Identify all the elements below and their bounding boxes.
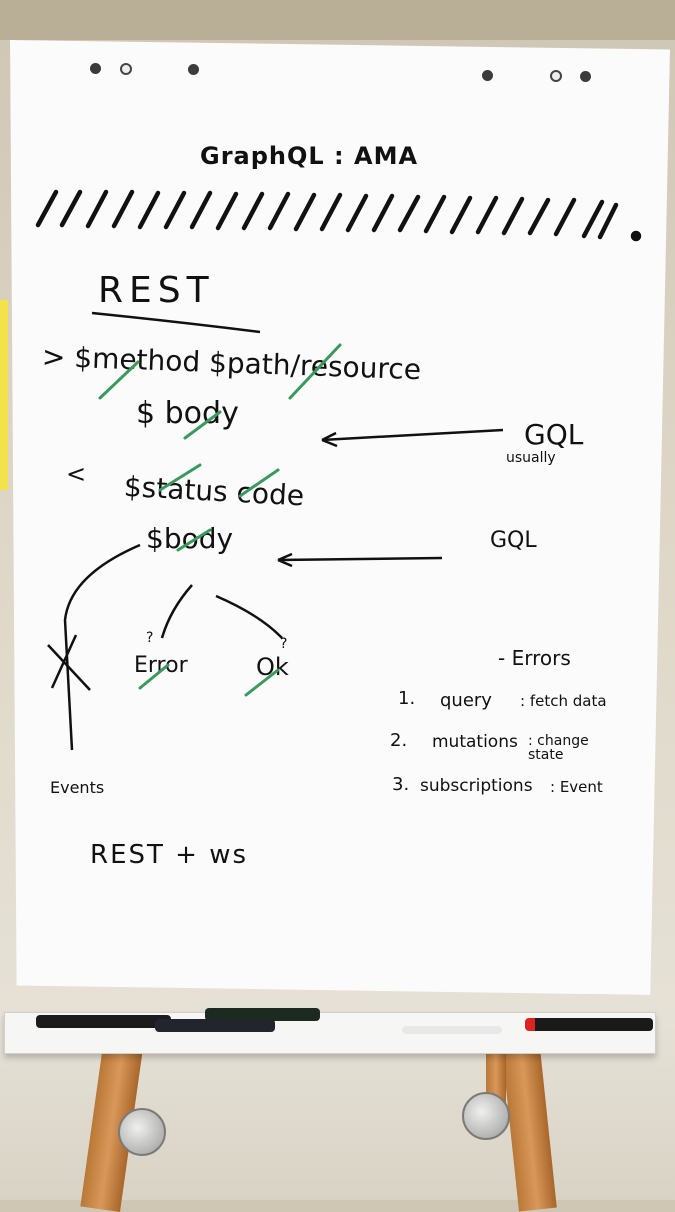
response-prefix: <: [66, 460, 87, 488]
marker-black-1: [36, 1015, 171, 1028]
paper-hole: [90, 63, 101, 74]
gql-label-2: GQL: [490, 528, 537, 553]
list-item-desc: : fetch data: [520, 692, 607, 710]
wall-background: [0, 0, 675, 40]
ok-question: ?: [280, 636, 288, 652]
green-marks: [98, 343, 342, 697]
list-item-name: query: [440, 690, 492, 711]
errors-label: - Errors: [498, 646, 571, 670]
events-cross-a: [47, 644, 91, 691]
branch-error: [160, 584, 193, 639]
chart-title: GraphQL : AMA: [200, 142, 419, 170]
marker-label-strip: [402, 1026, 502, 1034]
paper-hole: [550, 70, 562, 82]
error-question: ?: [146, 630, 154, 646]
easel-wheel-left: [118, 1108, 166, 1156]
sticky-note-edge: [0, 300, 8, 490]
list-num: 2.: [390, 730, 408, 751]
paper-hole: [482, 70, 493, 81]
flipchart-sheet: GraphQL : AMA REST > $method $path/resou…: [10, 40, 670, 995]
gql-label-1: GQL: [524, 418, 584, 451]
marker-black-2: [155, 1019, 275, 1032]
list-item-name: subscriptions: [420, 776, 533, 796]
easel-wheel-right: [462, 1092, 510, 1140]
paper-hole: [120, 63, 132, 75]
events-cross-b: [50, 634, 78, 689]
ink-drawing: [35, 189, 642, 751]
easel-leg-back: [486, 1045, 506, 1105]
paper-hole: [580, 71, 591, 82]
error-label: Error: [134, 653, 188, 678]
response-body: $body: [146, 522, 234, 555]
marker-red: [525, 1018, 653, 1031]
list-item-desc: : Event: [550, 778, 603, 796]
list-num: 3.: [392, 774, 410, 795]
marker-green: [205, 1008, 320, 1021]
rest-heading: REST: [98, 270, 215, 311]
list-item-name: mutations: [432, 732, 518, 752]
rest-underline: [91, 311, 261, 334]
events-label: Events: [50, 778, 105, 797]
easel-leg-right: [501, 1038, 557, 1212]
ok-label: Ok: [256, 653, 289, 681]
branch-ok: [215, 594, 283, 639]
list-num: 1.: [398, 688, 416, 709]
arrow-gql-request: [321, 428, 504, 448]
branch-events: [63, 543, 141, 751]
rest-ws-label: REST + ws: [90, 840, 249, 870]
request-body: $ body: [136, 396, 239, 431]
gql-note: usually: [506, 450, 556, 466]
arrow-gql-response: [277, 552, 443, 568]
hatch-marks: [35, 189, 642, 242]
list-item-desc: : change state: [528, 733, 589, 763]
paper-hole: [188, 64, 199, 75]
